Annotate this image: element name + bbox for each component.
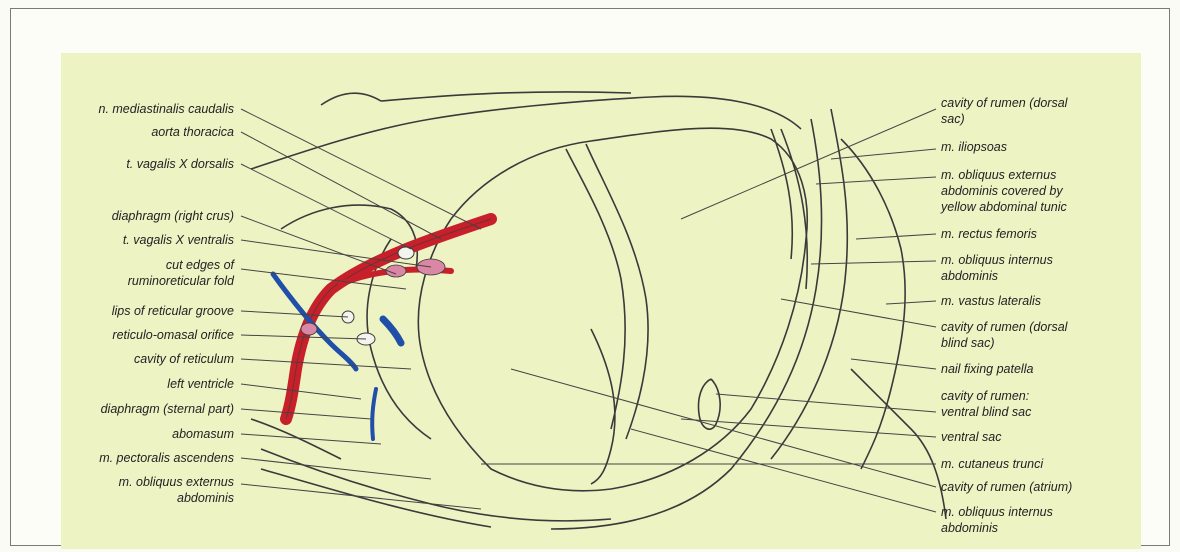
leader-l12: [241, 434, 381, 444]
label-aorta-thoracica: aorta thoracica: [151, 124, 234, 140]
label-left-ventricle: left ventricle: [167, 376, 234, 392]
label-nail-fixing-patella: nail fixing patella: [941, 361, 1033, 377]
label-m-obliquus-internus: m. obliquus internus: [941, 252, 1053, 268]
leader-r6: [886, 301, 936, 304]
label-abdominis-3: abdominis: [941, 520, 998, 536]
leader-l10: [241, 384, 361, 399]
leader-r4: [856, 234, 936, 239]
rumen-dorsal-outline: [451, 128, 807, 489]
vein-ventral: [372, 389, 376, 439]
label-sac: sac): [941, 111, 965, 127]
leader-r12: [511, 369, 936, 487]
leader-r2: [831, 149, 936, 159]
label-reticulo-omasal-orifice: reticulo-omasal orifice: [112, 327, 234, 343]
label-cavity-of-rumen-dorsal-1: cavity of rumen (dorsal: [941, 95, 1067, 111]
label-m-vastus-lateralis: m. vastus lateralis: [941, 293, 1041, 309]
leader-l2: [241, 132, 441, 239]
fold-2: [586, 144, 648, 439]
label-ventral-sac: ventral sac: [941, 429, 1001, 445]
left-leader-lines: [241, 109, 481, 509]
label-n-mediastinalis-caudalis: n. mediastinalis caudalis: [99, 101, 235, 117]
label-m-cutaneus-trunci: m. cutaneus trunci: [941, 456, 1043, 472]
label-lips-of-reticular-groove: lips of reticular groove: [112, 303, 234, 319]
leader-l4: [241, 216, 396, 274]
leader-l11: [241, 409, 371, 419]
label-ruminoreticular-fold: ruminoreticular fold: [128, 273, 234, 289]
label-m-obliquus-externus: m. obliquus externus: [119, 474, 234, 490]
label-cavity-of-rumen-dorsal-2: cavity of rumen (dorsal: [941, 319, 1067, 335]
leader-l7: [241, 311, 348, 317]
rumen-atrium-outline: [418, 219, 611, 491]
leader-r10: [681, 419, 936, 437]
label-t-vagalis-x-dorsalis: t. vagalis X dorsalis: [126, 156, 234, 172]
leader-r7: [781, 299, 936, 327]
leader-l1: [241, 109, 481, 229]
label-cavity-of-rumen-atrium: cavity of rumen (atrium): [941, 479, 1072, 495]
leader-r9: [716, 394, 936, 412]
label-m-obliquus-internus-2: m. obliquus internus: [941, 504, 1053, 520]
aorta: [286, 219, 491, 419]
knee-outline: [851, 369, 946, 519]
label-yellow-abdominal-tunic: yellow abdominal tunic: [941, 199, 1067, 215]
leader-r8: [851, 359, 936, 369]
label-cavity-of-rumen-colon: cavity of rumen:: [941, 388, 1029, 404]
label-m-pectoralis-ascendens: m. pectoralis ascendens: [99, 450, 234, 466]
label-cut-edges-of: cut edges of: [166, 257, 234, 273]
label-m-obliquus-externus-r: m. obliquus externus: [941, 167, 1056, 183]
figure-frame: n. mediastinalis caudalis aorta thoracic…: [10, 8, 1170, 546]
thigh-outline: [841, 139, 905, 469]
leader-r3: [816, 177, 936, 184]
right-leader-lines: [481, 109, 936, 512]
sternum-contour: [251, 419, 341, 459]
label-abdominis-2: abdominis: [941, 268, 998, 284]
label-diaphragm-sternal-part: diaphragm (sternal part): [101, 401, 234, 417]
rumen-pillar: [591, 329, 615, 484]
label-abdominis: abdominis: [177, 490, 234, 506]
label-abomasum: abomasum: [172, 426, 234, 442]
back-contour: [321, 92, 631, 105]
label-ventral-blind-sac: ventral blind sac: [941, 404, 1031, 420]
label-m-rectus-femoris: m. rectus femoris: [941, 226, 1037, 242]
lymph-node-3: [301, 323, 317, 335]
label-cavity-of-reticulum: cavity of reticulum: [134, 351, 234, 367]
label-t-vagalis-x-ventralis: t. vagalis X ventralis: [123, 232, 234, 248]
leader-r5: [811, 261, 936, 264]
leader-l3: [241, 164, 411, 249]
vein-small: [383, 319, 401, 343]
label-m-iliopsoas: m. iliopsoas: [941, 139, 1007, 155]
spine-outline: [251, 96, 801, 169]
leader-l14: [241, 484, 481, 509]
abdominal-wall-outer: [551, 119, 821, 529]
label-blind-sac: blind sac): [941, 335, 995, 351]
leader-r1: [681, 109, 936, 219]
label-abdominis-covered-by: abdominis covered by: [941, 183, 1063, 199]
label-diaphragm-right-crus: diaphragm (right crus): [112, 208, 234, 224]
leader-l9: [241, 359, 411, 369]
white-node: [398, 247, 414, 259]
